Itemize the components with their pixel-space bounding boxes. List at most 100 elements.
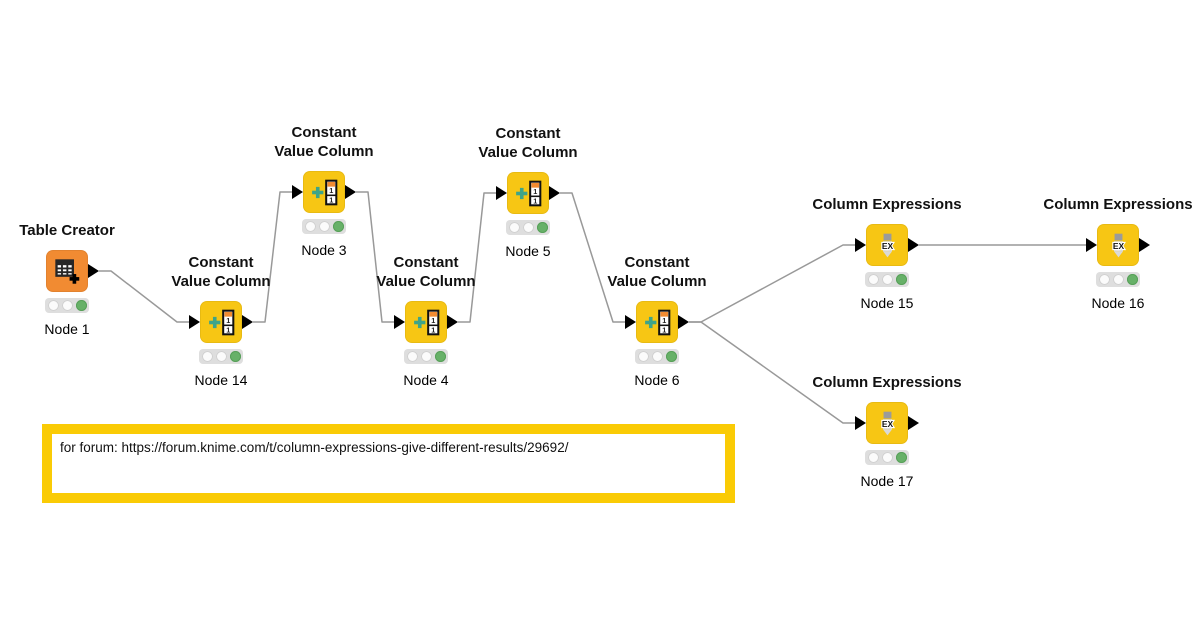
status-yellow-light bbox=[1112, 274, 1124, 285]
status-green-light bbox=[434, 351, 446, 362]
status-green-light bbox=[229, 351, 241, 362]
column-expressions-icon[interactable]: EX bbox=[855, 224, 919, 266]
node-title: Table Creator bbox=[19, 222, 115, 239]
node-status-traffic-light bbox=[404, 349, 448, 364]
svg-text:1: 1 bbox=[329, 186, 333, 195]
node-label: Node 3 bbox=[301, 242, 347, 258]
node-label: Node 1 bbox=[44, 321, 90, 337]
output-port[interactable] bbox=[549, 186, 560, 200]
input-port[interactable] bbox=[855, 416, 866, 430]
status-yellow-light bbox=[215, 351, 227, 362]
node-label: Node 15 bbox=[860, 295, 914, 311]
input-port[interactable] bbox=[855, 238, 866, 252]
svg-text:1: 1 bbox=[431, 316, 435, 325]
output-port[interactable] bbox=[242, 315, 253, 329]
node-status-traffic-light bbox=[302, 219, 346, 234]
constant-value-column-icon[interactable]: 1 1 bbox=[394, 301, 458, 343]
svg-text:1: 1 bbox=[533, 187, 537, 196]
status-red-light bbox=[304, 221, 316, 232]
plus-column-glyph: 1 1 bbox=[311, 179, 337, 205]
status-green-light bbox=[536, 222, 548, 233]
node-constant-value-column-6[interactable]: Constant Value Column 1 1 Node 6 bbox=[607, 254, 706, 388]
constant-value-column-icon[interactable]: 1 1 bbox=[189, 301, 253, 343]
node-title: Constant Value Column bbox=[607, 254, 707, 290]
output-port[interactable] bbox=[908, 238, 919, 252]
plus-column-glyph: 1 1 bbox=[208, 309, 234, 335]
node-status-traffic-light bbox=[865, 272, 909, 287]
node-label: Node 6 bbox=[634, 372, 680, 388]
node-label: Node 16 bbox=[1091, 295, 1145, 311]
svg-text:EX: EX bbox=[1112, 240, 1124, 250]
table-grid-plus-glyph bbox=[55, 259, 80, 284]
status-red-light bbox=[406, 351, 418, 362]
constant-value-column-icon[interactable]: 1 1 bbox=[625, 301, 689, 343]
input-port[interactable] bbox=[189, 315, 200, 329]
svg-text:EX: EX bbox=[881, 418, 893, 428]
output-port[interactable] bbox=[88, 264, 99, 278]
node-status-traffic-light bbox=[199, 349, 243, 364]
status-green-light bbox=[665, 351, 677, 362]
node-label: Node 5 bbox=[505, 243, 551, 259]
node-column-expressions-17[interactable]: Column Expressions EX Node 17 bbox=[812, 374, 961, 489]
node-title: Column Expressions bbox=[812, 374, 962, 391]
output-port[interactable] bbox=[678, 315, 689, 329]
node-status-traffic-light bbox=[1096, 272, 1140, 287]
marker-ex-glyph: EX bbox=[1111, 233, 1125, 257]
constant-value-column-icon[interactable]: 1 1 bbox=[292, 171, 356, 213]
status-yellow-light bbox=[881, 274, 893, 285]
svg-text:EX: EX bbox=[881, 240, 893, 250]
status-red-light bbox=[47, 300, 59, 311]
input-port[interactable] bbox=[292, 185, 303, 199]
node-constant-value-column-14[interactable]: Constant Value Column 1 1 Node 14 bbox=[171, 254, 270, 388]
node-status-traffic-light bbox=[635, 349, 679, 364]
output-port[interactable] bbox=[908, 416, 919, 430]
node-title: Column Expressions bbox=[1043, 196, 1193, 213]
input-port[interactable] bbox=[394, 315, 405, 329]
status-red-light bbox=[867, 274, 879, 285]
status-yellow-light bbox=[881, 452, 893, 463]
marker-ex-glyph: EX bbox=[880, 411, 894, 435]
plus-column-glyph: 1 1 bbox=[413, 309, 439, 335]
svg-text:1: 1 bbox=[533, 196, 537, 205]
output-port[interactable] bbox=[1139, 238, 1150, 252]
plus-column-glyph: 1 1 bbox=[644, 309, 670, 335]
node-constant-value-column-5[interactable]: Constant Value Column 1 1 Node 5 bbox=[478, 125, 577, 259]
svg-text:1: 1 bbox=[662, 325, 666, 334]
table-creator-icon[interactable] bbox=[46, 250, 99, 292]
node-column-expressions-16[interactable]: Column Expressions EX Node 16 bbox=[1043, 196, 1192, 311]
plus-column-glyph: 1 1 bbox=[515, 180, 541, 206]
svg-text:1: 1 bbox=[226, 325, 230, 334]
status-yellow-light bbox=[522, 222, 534, 233]
status-green-light bbox=[895, 452, 907, 463]
status-yellow-light bbox=[420, 351, 432, 362]
constant-value-column-icon[interactable]: 1 1 bbox=[496, 172, 560, 214]
connection-node6-to-node15[interactable] bbox=[689, 244, 855, 323]
node-label: Node 17 bbox=[860, 473, 914, 489]
output-port[interactable] bbox=[447, 315, 458, 329]
node-title: Constant Value Column bbox=[376, 254, 476, 290]
node-title: Column Expressions bbox=[812, 196, 962, 213]
node-title: Constant Value Column bbox=[171, 254, 271, 290]
node-status-traffic-light bbox=[506, 220, 550, 235]
input-port[interactable] bbox=[1086, 238, 1097, 252]
column-expressions-icon[interactable]: EX bbox=[1086, 224, 1150, 266]
status-green-light bbox=[75, 300, 87, 311]
node-label: Node 4 bbox=[403, 372, 449, 388]
output-port[interactable] bbox=[345, 185, 356, 199]
column-expressions-icon[interactable]: EX bbox=[855, 402, 919, 444]
node-title: Constant Value Column bbox=[478, 125, 578, 161]
node-constant-value-column-4[interactable]: Constant Value Column 1 1 Node 4 bbox=[376, 254, 475, 388]
status-red-light bbox=[201, 351, 213, 362]
status-yellow-light bbox=[651, 351, 663, 362]
node-constant-value-column-3[interactable]: Constant Value Column 1 1 Node 3 bbox=[274, 124, 373, 258]
input-port[interactable] bbox=[496, 186, 507, 200]
node-status-traffic-light bbox=[45, 298, 89, 313]
workflow-annotation[interactable]: for forum: https://forum.knime.com/t/col… bbox=[42, 424, 735, 503]
svg-text:1: 1 bbox=[431, 325, 435, 334]
node-table-creator-1[interactable]: Table Creator Node 1 bbox=[19, 222, 115, 337]
input-port[interactable] bbox=[625, 315, 636, 329]
node-column-expressions-15[interactable]: Column Expressions EX Node 15 bbox=[812, 196, 961, 311]
status-red-light bbox=[508, 222, 520, 233]
